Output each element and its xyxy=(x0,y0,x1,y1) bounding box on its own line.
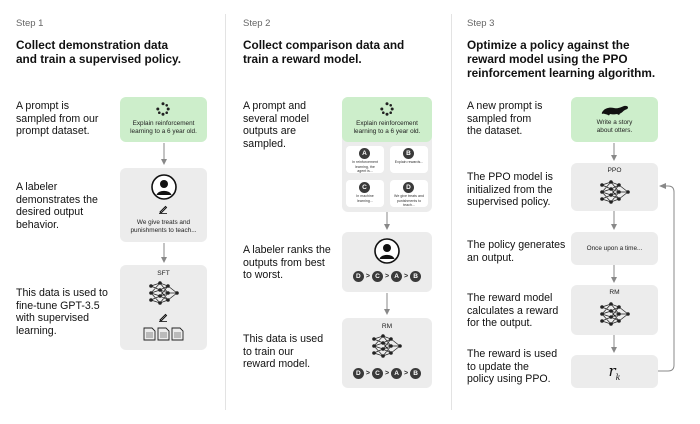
step-1-desc-finetune: This data is used to fine-tune GPT-3.5 w… xyxy=(16,287,108,337)
step-3-reward-box: rk xyxy=(571,355,658,388)
arrow-down-icon xyxy=(611,143,617,161)
step-3-prompt-box: Write a story about otters. xyxy=(571,97,658,142)
step-2-prompt-box: Explain reinforcement learning to a 6 ye… xyxy=(342,97,432,142)
step-1-desc-prompt: A prompt is sampled from our prompt data… xyxy=(16,100,99,137)
step-2-rank-box: D>C>A>B xyxy=(342,232,432,292)
output-c-text: In machine learning... xyxy=(356,194,374,203)
pencil-icon xyxy=(159,205,168,214)
rm-label-step-3: RM xyxy=(609,289,620,296)
step-2-desc-prompt: A prompt and several model outputs are s… xyxy=(243,100,309,150)
step-3-desc-reward: The reward model calculates a reward for… xyxy=(467,292,559,329)
badge-d: D xyxy=(403,182,414,193)
step-3-desc-generate: The policy generates an output. xyxy=(467,239,566,264)
neural-network-icon xyxy=(600,302,630,326)
badge-c: C xyxy=(359,182,370,193)
output-card-c: C In machine learning... xyxy=(346,180,384,207)
step-1-prompt-box: Explain reinforcement learning to a 6 ye… xyxy=(120,97,207,142)
ranking-row: D>C>A>B xyxy=(342,271,432,282)
step-2-label: Step 2 xyxy=(243,18,271,29)
output-b-text: Explain rewards... xyxy=(394,160,424,164)
output-card-a: A In reinforcement learning, the agent i… xyxy=(346,146,384,173)
step-3-desc-update: The reward is used to update the policy … xyxy=(467,348,558,385)
step-1-label: Step 1 xyxy=(16,18,44,29)
loop-icon xyxy=(156,102,170,116)
arrow-down-icon xyxy=(384,212,390,230)
step-3-desc-init: The PPO model is initialized from the su… xyxy=(467,171,553,208)
ranking-row-rm: D>C>A>B xyxy=(342,368,432,379)
person-icon xyxy=(374,238,400,264)
arrow-down-icon xyxy=(161,243,167,263)
output-card-d: D We give treats and punishments to teac… xyxy=(390,180,428,207)
step-1-labeler-box: We give treats and punishments to teach.… xyxy=(120,168,207,242)
badge-a: A xyxy=(359,148,370,159)
arrow-down-icon xyxy=(611,265,617,283)
step-3-output-text: Once upon a time... xyxy=(586,245,643,252)
output-a-text: In reinforcement learning, the agent is.… xyxy=(352,160,378,174)
arrow-down-icon xyxy=(611,335,617,353)
output-card-b: B Explain rewards... xyxy=(390,146,428,173)
reward-symbol: rk xyxy=(608,362,621,382)
arrow-down-icon xyxy=(384,293,390,315)
step-3-ppo-box: PPO xyxy=(571,163,658,211)
step-3-prompt-text: Write a story about otters. xyxy=(596,119,633,134)
step-3-output-box: Once upon a time... xyxy=(571,232,658,265)
step-2-desc-rank: A labeler ranks the outputs from best to… xyxy=(243,244,331,281)
step-1-labeler-text: We give treats and punishments to teach.… xyxy=(130,219,197,234)
rm-label: RM xyxy=(381,323,393,330)
step-2-title: Collect comparison data and train a rewa… xyxy=(243,38,405,66)
loop-icon xyxy=(380,102,394,116)
column-divider-1 xyxy=(225,14,226,410)
step-1-title: Collect demonstration data and train a s… xyxy=(16,38,181,66)
arrow-down-icon xyxy=(611,211,617,230)
step-1-sft-box: SFT xyxy=(120,265,207,350)
neural-network-icon xyxy=(149,281,179,305)
step-2-rm-box: RM D>C>A>B xyxy=(342,318,432,388)
badge-b: B xyxy=(403,148,414,159)
step-3-desc-prompt: A new prompt is sampled from the dataset… xyxy=(467,100,543,137)
otter-icon xyxy=(601,105,628,116)
output-d-text: We give treats and punishments to teach.… xyxy=(394,194,424,208)
step-2-prompt-text: Explain reinforcement learning to a 6 ye… xyxy=(353,120,421,135)
arrow-down-icon xyxy=(161,143,167,165)
pencil-icon xyxy=(159,313,168,322)
step-2-desc-train: This data is used to train our reward mo… xyxy=(243,333,324,370)
neural-network-icon xyxy=(600,180,630,204)
person-icon xyxy=(151,174,177,200)
step-3-title: Optimize a policy against the reward mod… xyxy=(467,38,656,80)
step-1-desc-labeler: A labeler demonstrates the desired outpu… xyxy=(16,181,98,231)
sft-label: SFT xyxy=(157,270,170,277)
neural-network-icon xyxy=(372,334,402,358)
step-3-rm-box: RM xyxy=(571,285,658,335)
feedback-loop-arrow xyxy=(658,183,675,372)
documents-icon xyxy=(143,327,184,341)
step-1-prompt-text: Explain reinforcement learning to a 6 ye… xyxy=(130,120,197,135)
step-3-label: Step 3 xyxy=(467,18,495,29)
column-divider-2 xyxy=(451,14,452,410)
ppo-label: PPO xyxy=(607,167,622,174)
